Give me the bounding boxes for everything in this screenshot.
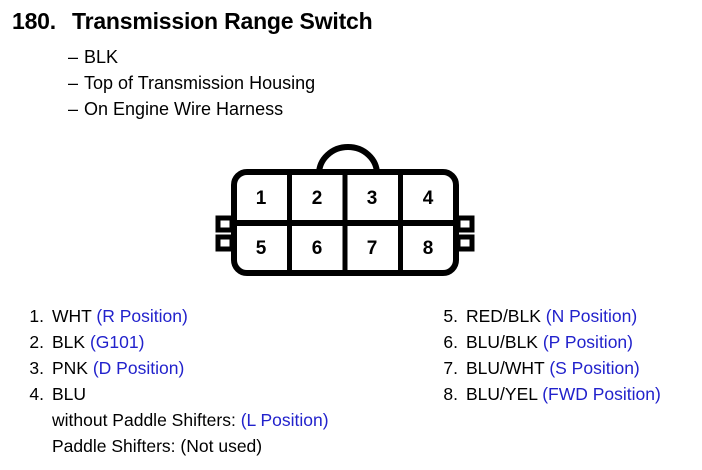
- detail-line-location: –Top of Transmission Housing: [68, 73, 315, 94]
- wire-color-code: BLU: [52, 384, 87, 404]
- wire-color-code: PNK: [52, 358, 88, 378]
- pin-description: BLU: [52, 384, 86, 405]
- variant-note: (L Position): [240, 410, 329, 430]
- dash-bullet-icon: –: [68, 47, 79, 67]
- pin-label-7: 7: [366, 238, 378, 259]
- side-tab-left-lower: [215, 234, 235, 252]
- wire-color-code: RED/BLK: [466, 306, 541, 326]
- variant-label: without Paddle Shifters:: [52, 410, 236, 430]
- side-tab-right-lower: [455, 234, 475, 252]
- pin-description: BLK (G101): [52, 332, 144, 353]
- pin-function-note: (R Position): [96, 306, 188, 326]
- detail-line-wire-color: –BLK: [68, 47, 118, 68]
- dash-bullet-icon: –: [68, 99, 79, 119]
- connector-outline-svg: [215, 144, 475, 276]
- detail-text: BLK: [84, 47, 119, 67]
- pin-description: BLU/WHT (S Position): [466, 358, 640, 379]
- side-tab-right-upper: [455, 215, 475, 233]
- wire-color-code: BLU/WHT: [466, 358, 545, 378]
- pin-index: 8.: [443, 384, 458, 404]
- page-title: Transmission Range Switch: [72, 8, 373, 34]
- pin-description: BLU/BLK (P Position): [466, 332, 633, 353]
- pin-label-6: 6: [311, 238, 323, 259]
- pin-description: WHT (R Position): [52, 306, 188, 327]
- pin-function-note: (P Position): [542, 332, 633, 352]
- wire-color-code: BLU/YEL: [466, 384, 538, 404]
- pin-index: 4.: [29, 384, 44, 404]
- wire-color-code: BLK: [52, 332, 86, 352]
- pin-index: 6.: [443, 332, 458, 352]
- wire-color-code: BLU/BLK: [466, 332, 538, 352]
- variant-note: (Not used): [180, 436, 263, 456]
- pin-index: 5.: [443, 306, 458, 326]
- item-number: 180.: [12, 8, 56, 34]
- pin-label-1: 1: [255, 188, 267, 209]
- wire-color-code: WHT: [52, 306, 92, 326]
- pin-4-detail-without-paddle-shifters: without Paddle Shifters: (L Position): [52, 410, 329, 431]
- pin-function-note: (FWD Position): [542, 384, 661, 404]
- dash-bullet-icon: –: [68, 73, 79, 93]
- pin-index: 2.: [29, 332, 44, 352]
- pin-function-note: (G101): [89, 332, 145, 352]
- pin-index: 7.: [443, 358, 458, 378]
- pin-description: PNK (D Position): [52, 358, 184, 379]
- detail-text: On Engine Wire Harness: [84, 99, 284, 119]
- connector-diagram: 1 2 3 4 5 6 7 8: [210, 142, 480, 288]
- locking-tab-arch: [316, 144, 380, 175]
- pin-index: 3.: [29, 358, 44, 378]
- pin-label-4: 4: [422, 188, 434, 209]
- pin-4-detail-paddle-shifters: Paddle Shifters: (Not used): [52, 436, 262, 457]
- pin-index: 1.: [29, 306, 44, 326]
- pin-description: BLU/YEL (FWD Position): [466, 384, 661, 405]
- pin-label-3: 3: [366, 188, 378, 209]
- pin-label-8: 8: [422, 238, 434, 259]
- side-tab-left-upper: [215, 215, 235, 233]
- pin-label-2: 2: [311, 188, 323, 209]
- pin-function-note: (S Position): [549, 358, 640, 378]
- pin-description: RED/BLK (N Position): [466, 306, 637, 327]
- detail-text: Top of Transmission Housing: [84, 73, 316, 93]
- pin-label-5: 5: [255, 238, 267, 259]
- detail-line-harness: –On Engine Wire Harness: [68, 99, 283, 120]
- pin-function-note: (N Position): [545, 306, 638, 326]
- variant-label: Paddle Shifters:: [52, 436, 176, 456]
- pin-function-note: (D Position): [92, 358, 185, 378]
